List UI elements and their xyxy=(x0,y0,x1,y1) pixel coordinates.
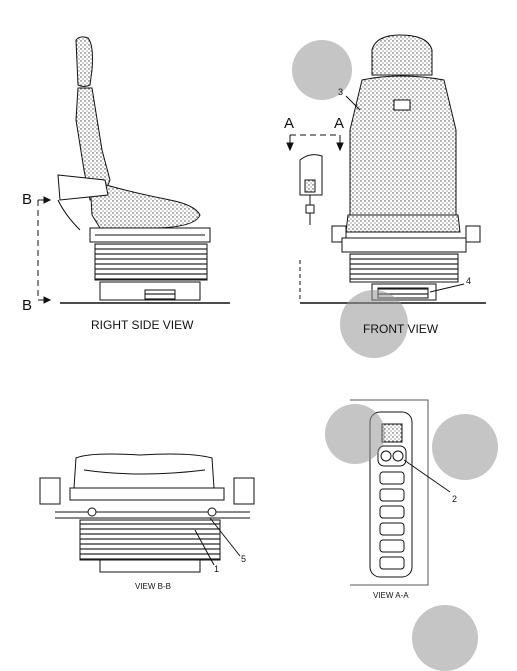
bb-cushion xyxy=(73,453,215,489)
aa-slot xyxy=(379,471,405,485)
watermark-logo-icon xyxy=(292,40,352,100)
view-aa-title: VIEW A-A xyxy=(373,591,409,600)
bb-suspension xyxy=(79,519,221,561)
callout-1: 1 xyxy=(214,564,220,574)
section-mark-a-left: A xyxy=(284,115,295,132)
front-backrest xyxy=(349,75,457,216)
section-mark-b-top: B xyxy=(22,191,33,208)
view-bb-drawing xyxy=(39,453,255,573)
watermark-logo-icon xyxy=(412,605,478,671)
watermark-logo-icon xyxy=(340,290,408,358)
front-view-title: FRONT VIEW xyxy=(363,322,439,336)
front-headrest xyxy=(371,34,433,76)
watermark-logo-icon xyxy=(432,414,498,480)
right-side-view-title: RIGHT SIDE VIEW xyxy=(91,318,194,332)
section-mark-a-right: A xyxy=(334,115,345,132)
watermark-logo-icon xyxy=(325,404,385,464)
callout-5: 5 xyxy=(241,554,247,564)
callout-2: 2 xyxy=(452,494,458,504)
view-bb-title: VIEW B-B xyxy=(135,582,172,591)
view-aa-drawing xyxy=(350,399,451,586)
suspension xyxy=(94,243,208,281)
section-mark-b-bottom: B xyxy=(22,297,33,314)
headrest xyxy=(75,36,93,87)
seat-cushion xyxy=(89,179,201,229)
front-view-drawing xyxy=(286,34,486,304)
right-side-view-drawing xyxy=(37,36,230,304)
front-suspension xyxy=(349,253,459,283)
callout-3: 3 xyxy=(338,87,344,97)
callout-4: 4 xyxy=(466,276,472,286)
